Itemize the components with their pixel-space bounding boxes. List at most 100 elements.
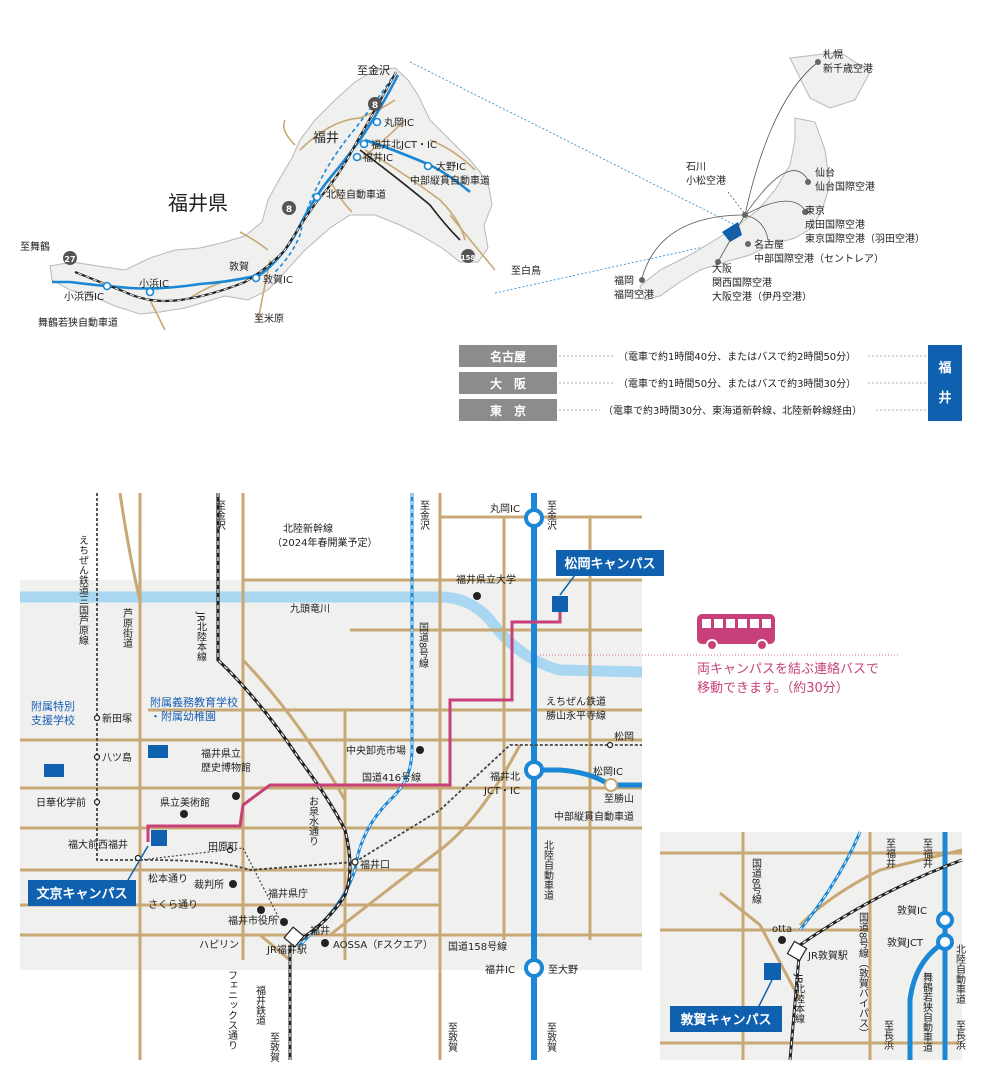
label-fukui-ic: 福井IC	[363, 151, 393, 164]
label-tsuruga-jct: 敦賀JCT	[887, 936, 924, 949]
jr-tsuruga-station-mark	[786, 940, 808, 962]
label-shiyakusho: 福井市役所	[228, 914, 278, 927]
prefecture-map: 8 8 27 158 福井県 至金沢 福井 丸岡IC 福井北JCT・IC 福井I…	[20, 61, 736, 331]
label-jr-tsuruga: JR敦賀駅	[807, 949, 848, 962]
label-to-kanazawa-1: 至金沢	[214, 500, 226, 531]
label-bijutsukan: 県立美術館	[160, 796, 210, 809]
label-katsuyama-2: 勝山永平寺線	[546, 709, 606, 722]
tokubetsu-school-mark	[44, 764, 64, 777]
label-fukuiguchi: 福井口	[360, 858, 390, 871]
airport-sendai: 仙台国際空港	[815, 180, 875, 193]
japan-outline	[639, 51, 871, 301]
label-ashiwara: 芦原街道	[121, 608, 133, 648]
city-map: 松岡キャンパス 文京キャンパス 両キャンパスを結ぶ連絡バスで 移動できます。（約…	[20, 492, 900, 1063]
tsuruga-campus-text: 敦賀キャンパス	[680, 1012, 771, 1028]
label-jr-hokuriku: JR北陸本線	[793, 973, 805, 1024]
bunkyo-campus-text: 文京キャンパス	[36, 886, 127, 902]
label-kokudo8-bypass: 国道8号線（敦賀バイパス）	[857, 912, 869, 1039]
japan-map: 札幌 新千歳空港 仙台 仙台国際空港 東京 成田国際空港 東京国際空港（羽田空港…	[614, 48, 925, 303]
label-obama-ic: 小浜IC	[139, 278, 169, 290]
label-kuzuryu: 九頭竜川	[290, 602, 330, 615]
tsuruga-campus-mark	[764, 963, 781, 980]
bus-note-2: 移動できます。（約30分）	[697, 681, 849, 696]
label-to-maibara: 至米原	[254, 312, 284, 325]
label-nikka: 日華化学前	[36, 796, 86, 809]
label-shintawara: 新田塚	[102, 712, 132, 725]
label-chubu-juukan-city: 中部縦貫自動車道	[554, 810, 634, 823]
bus-icon	[697, 614, 775, 651]
label-tsuruga: 敦賀	[229, 260, 249, 273]
airport-city-sapporo: 札幌	[823, 48, 843, 61]
access-city: 大 阪	[490, 376, 527, 391]
access-row-osaka: 大 阪 （電車で約1時間50分、またはバスで約3時間30分）	[459, 372, 928, 394]
access-city: 東 京	[490, 403, 526, 418]
label-maizuru-exp: 舞鶴若狭自動車道	[38, 316, 118, 329]
label-fukui-tetsudo: 福井鉄道	[254, 984, 266, 1025]
label-tsuruga-ic: 敦賀IC	[263, 273, 293, 286]
access-city: 名古屋	[490, 349, 526, 364]
label-katsuyama-1: えちぜん鉄道	[546, 695, 606, 708]
prefecture-outline	[49, 67, 493, 315]
label-to-fukui-1: 至福井	[884, 838, 896, 869]
label-tokubetsu-1: 附属特別	[31, 699, 75, 713]
label-fukuikita-jct: 福井北JCT・IC	[371, 138, 437, 151]
otta-dot	[778, 936, 786, 944]
echizen-katsuyama-line	[354, 744, 642, 863]
bunkyo-campus-mark	[151, 830, 167, 846]
label-matsuoka-ic: 松岡IC	[593, 765, 623, 778]
label-tsuruga-ic: 敦賀IC	[897, 904, 927, 917]
airport-city-ishikawa: 石川	[686, 162, 706, 173]
tsuruga-map: 敦賀キャンパス 国道8号線 至福井 至福井 敦賀IC 敦賀JCT otta JR…	[660, 831, 966, 1061]
fukui-highlight	[722, 222, 742, 242]
komatsu-line	[727, 191, 746, 215]
access-row-tokyo: 東 京 （電車で約3時間30分、東海道新幹線、北陸新幹線経由）	[459, 399, 928, 421]
label-to-nagahama-1: 至長浜	[882, 1020, 894, 1051]
label-fukuikita-1: 福井北	[490, 770, 520, 783]
local-rail-line	[359, 149, 461, 241]
zoom-line-bottom	[494, 239, 736, 294]
bunkyo-campus-label[interactable]	[28, 880, 136, 906]
label-jr-fukui: JR福井駅	[266, 943, 307, 956]
label-to-shirotori: 至白鳥	[511, 264, 541, 277]
label-to-tsuruga-3: 至敦賀	[545, 1022, 557, 1053]
label-to-kanazawa: 至金沢	[357, 63, 390, 77]
zoom-line-top	[409, 61, 736, 226]
route-shield-8a: 8	[368, 97, 382, 111]
matsuoka-campus-label[interactable]	[556, 550, 664, 576]
airport-dots	[639, 59, 821, 283]
bus-note-1: 両キャンパスを結ぶ連絡バスで	[697, 661, 879, 677]
label-shinkansen-note: （2024年春開業予定）	[272, 536, 377, 549]
access-note: （電車で約1時間50分、またはバスで約3時間30分）	[618, 377, 856, 390]
label-to-fukui-2: 至福井	[921, 838, 933, 869]
airport-kansai: 関西国際空港	[712, 276, 772, 289]
svg-text:8: 8	[372, 101, 378, 111]
label-tsuruga-maizuru-exp: 舞鶴若狭自動車道	[921, 972, 933, 1052]
label-chuo-market: 中央卸売市場	[346, 744, 406, 757]
label-rekishi-1: 福井県立	[201, 747, 241, 760]
airport-city-sendai: 仙台	[815, 166, 835, 179]
airport-centrair: 中部国際空港（セントレア）	[754, 252, 884, 265]
route-shield-27: 27	[63, 251, 77, 265]
label-tokubetsu-2: 支援学校	[31, 713, 75, 727]
airport-city-tokyo: 東京	[805, 204, 825, 217]
dest-fukui-box	[928, 345, 962, 421]
access-note: （電車で約3時間30分、東海道新幹線、北陸新幹線経由）	[603, 404, 862, 417]
jr-fukui-station-mark	[283, 926, 305, 948]
airport-fukuoka: 福岡空港	[614, 288, 654, 301]
label-to-maizuru: 至舞鶴	[20, 240, 50, 253]
label-hokuriku-exp: 北陸自動車道	[326, 188, 386, 201]
label-to-kanazawa-2: 至金沢	[418, 500, 430, 531]
jr-rail-stripe	[74, 71, 397, 302]
tsuruga-campus-label[interactable]	[670, 1006, 782, 1032]
bus-route	[146, 605, 562, 842]
city-ic-markers	[524, 508, 544, 978]
gimu-school-mark	[148, 745, 168, 758]
dest-fukui-1: 福	[937, 360, 951, 376]
label-otta: otta	[772, 924, 792, 935]
tsuruga-shinkansen-stripe	[799, 831, 861, 931]
matsuoka-campus-mark	[552, 596, 568, 612]
label-fukui: 福井	[313, 131, 339, 146]
label-to-katsuyama: 至勝山	[604, 792, 634, 805]
svg-text:8: 8	[286, 205, 292, 215]
